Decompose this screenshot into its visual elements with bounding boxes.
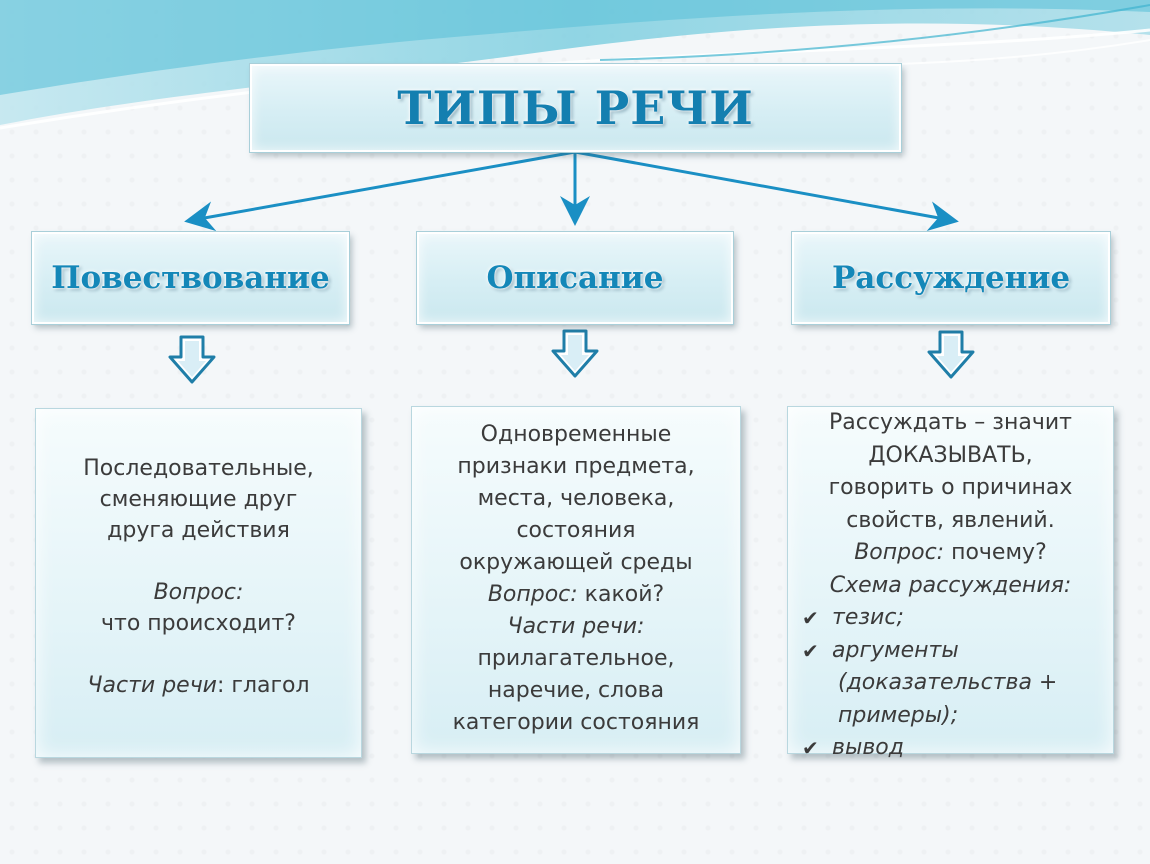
definition-line: признаки предмета, <box>457 454 695 479</box>
question-text: что происходит? <box>101 611 296 636</box>
type-label-narration: Повествование <box>51 260 330 296</box>
connector-arrow-left <box>184 150 576 232</box>
parts-line: категории состояния <box>452 710 700 735</box>
parts-line: прилагательное, <box>477 646 675 671</box>
definition-line: друга действия <box>107 518 290 543</box>
checkmark-icon: ✔ <box>802 736 819 760</box>
narration-details: Последовательные, сменяющие друг друга д… <box>35 408 362 758</box>
definition-line: окружающей среды <box>459 550 693 575</box>
list-item-continuation: примеры); <box>838 702 959 728</box>
parts-label: Части речи <box>87 673 217 698</box>
question-label: Вопрос: <box>854 540 945 565</box>
down-arrow-icon <box>168 335 216 384</box>
list-item: ✔аргументы <box>802 635 1101 668</box>
parts-text: : глагол <box>216 673 310 698</box>
type-label-description: Описание <box>486 260 664 296</box>
parts-label: Части речи: <box>507 614 645 639</box>
scheme-list: ✔тезис; ✔аргументы (доказательства + при… <box>800 602 1101 765</box>
question-label: Вопрос: <box>153 580 244 605</box>
definition-line: Одновременные <box>480 422 672 447</box>
definition-line: Последовательные, <box>83 456 314 481</box>
question-row: Вопрос: какой? <box>422 579 730 611</box>
type-box-reasoning: Рассуждение <box>791 231 1111 325</box>
definition-line: состояния <box>516 518 636 543</box>
question-label: Вопрос: <box>487 582 578 607</box>
connectors <box>168 150 975 384</box>
list-item: ✔вывод <box>802 732 1101 765</box>
question-row: Вопрос: почему? <box>800 537 1101 570</box>
type-box-narration: Повествование <box>31 231 350 325</box>
question-text: какой? <box>577 582 665 607</box>
definition-line: Рассуждать – значит <box>829 410 1072 435</box>
description-details: Одновременные признаки предмета, места, … <box>411 406 741 754</box>
title-box: ТИПЫ РЕЧИ <box>249 63 902 153</box>
question-text: почему? <box>944 540 1047 565</box>
definition-line: свойств, явлений. <box>846 507 1055 533</box>
down-arrow-icon <box>551 329 599 378</box>
connector-arrow-right <box>574 150 959 232</box>
down-arrow-icon <box>927 330 975 379</box>
scheme-label: Схема рассуждения: <box>829 572 1072 598</box>
parts-of-speech: Части речи: глагол <box>50 670 347 701</box>
decorative-waves <box>0 0 1150 130</box>
list-item: ✔тезис; <box>802 602 1101 635</box>
definition-line: говорить о причинах <box>828 475 1073 500</box>
type-box-description: Описание <box>416 231 734 325</box>
parts-line: наречие, слова <box>487 678 665 703</box>
type-label-reasoning: Рассуждение <box>831 260 1071 296</box>
list-item-continuation: (доказательства + <box>838 670 1058 695</box>
diagram-title: ТИПЫ РЕЧИ <box>397 81 754 135</box>
reasoning-details: Рассуждать – значит ДОКАЗЫВАТЬ, говорить… <box>787 406 1114 760</box>
definition-line: сменяющие друг <box>99 487 298 512</box>
definition-line: ДОКАЗЫВАТЬ, <box>868 442 1033 468</box>
checkmark-icon: ✔ <box>802 606 819 630</box>
checkmark-icon: ✔ <box>802 638 819 663</box>
definition-line: места, человека, <box>477 486 675 511</box>
